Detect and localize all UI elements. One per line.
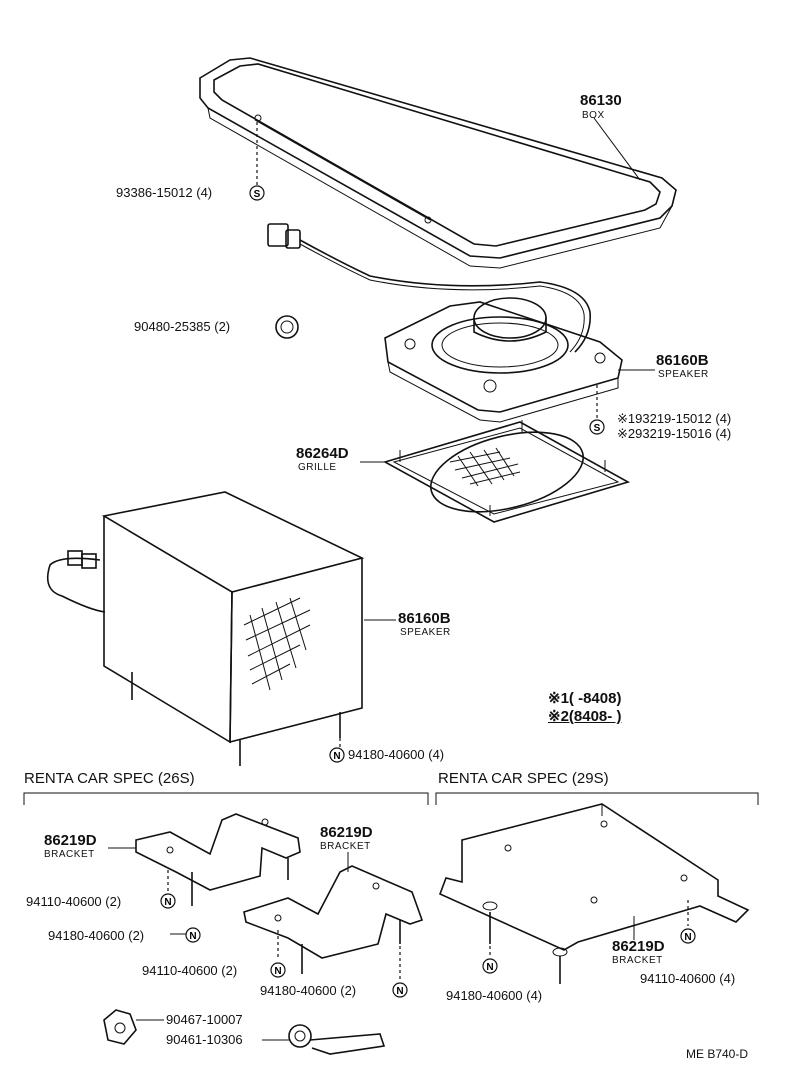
bracket-c-part-number: 86219D (612, 938, 665, 955)
nut-26b-label: 94180-40600 (2) (260, 983, 357, 998)
note-2: ※2(8408- ) (548, 708, 622, 725)
box-leader (593, 117, 641, 181)
symbol-n-29-bolt: N (680, 928, 696, 944)
bracket-b-drawing (243, 865, 424, 974)
clamp-a-label: 90467-10007 (166, 1012, 243, 1027)
bracket-a-drawing (135, 813, 301, 906)
speaker-cube-drawing (46, 491, 365, 766)
box-tray-drawing (199, 57, 677, 269)
svg-text:N: N (189, 931, 196, 942)
symbol-n-29-nut: N (482, 958, 498, 974)
speaker-cube-part-name: SPEAKER (400, 627, 451, 638)
bolt-26a-label: 94110-40600 (2) (26, 894, 122, 909)
speaker-top-part-number: 86160B (656, 352, 709, 369)
svg-text:N: N (274, 966, 281, 977)
bracket-a-part-name: BRACKET (44, 849, 95, 860)
symbol-n-26a-bolt: N (160, 893, 176, 909)
grille-part-name: GRILLE (298, 462, 337, 473)
svg-text:N: N (684, 932, 691, 943)
bracket-c-drawing (438, 803, 750, 984)
speaker-cube-part-number: 86160B (398, 610, 451, 627)
section-dividers (23, 792, 759, 805)
grille-part-number: 86264D (296, 445, 349, 462)
clamp-b-drawing (262, 1024, 386, 1055)
nut-26a-label: 94180-40600 (2) (48, 928, 145, 943)
bolt-26b-label: 94110-40600 (2) (142, 963, 238, 978)
clamp-a-drawing (103, 1009, 164, 1045)
note-1: ※1( -8408) (548, 690, 622, 707)
symbol-s-speaker: S (589, 419, 605, 435)
bracket-b-part-name: BRACKET (320, 841, 371, 852)
nut-cube-label: 94180-40600 (4) (348, 747, 445, 762)
symbol-n-cube: N (329, 747, 345, 763)
svg-text:N: N (486, 962, 493, 973)
diagram-code: ME B740-D (686, 1047, 749, 1061)
screw-speaker-label-1: ※193219-15012 (4) (617, 411, 732, 426)
box-part-name: BOX (582, 110, 605, 121)
plug-label: 90480-25385 (2) (134, 319, 231, 334)
bolt-29-label: 94110-40600 (4) (640, 971, 736, 986)
section-right-title: RENTA CAR SPEC (29S) (438, 770, 609, 787)
bracket-a-part-number: 86219D (44, 832, 97, 849)
screw-speaker-label-2: ※293219-15016 (4) (617, 426, 732, 441)
symbol-n-26a-nut: N (185, 927, 201, 943)
nut-29-label: 94180-40600 (4) (446, 988, 543, 1003)
svg-text:S: S (254, 189, 261, 200)
connector-wire-drawing (267, 223, 592, 353)
bracket-c-part-name: BRACKET (612, 955, 663, 966)
symbol-n-26b-bolt: N (270, 962, 286, 978)
symbol-s-box: S (249, 185, 265, 201)
section-left-title: RENTA CAR SPEC (26S) (24, 770, 195, 787)
clamp-b-label: 90461-10306 (166, 1032, 243, 1047)
speaker-top-drawing (384, 297, 623, 423)
speaker-top-part-name: SPEAKER (658, 369, 709, 380)
svg-text:N: N (396, 986, 403, 997)
box-part-number: 86130 (580, 92, 622, 109)
svg-text:S: S (594, 423, 601, 434)
grille-drawing (382, 420, 631, 523)
plug-drawing (275, 315, 299, 339)
symbol-n-26b-nut: N (392, 982, 408, 998)
svg-text:N: N (164, 897, 171, 908)
bracket-b-part-number: 86219D (320, 824, 373, 841)
screw-box-label: 93386-15012 (4) (116, 185, 213, 200)
svg-text:N: N (333, 751, 340, 762)
